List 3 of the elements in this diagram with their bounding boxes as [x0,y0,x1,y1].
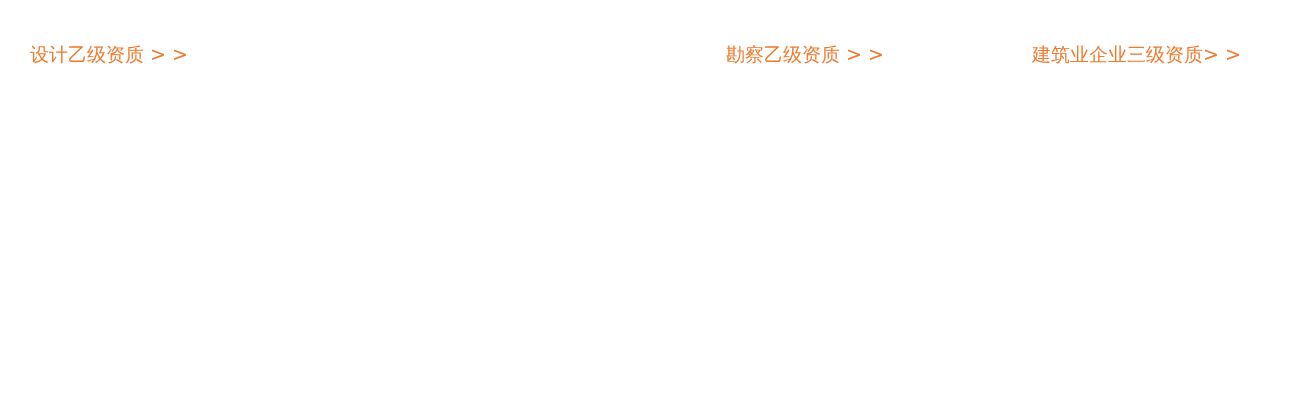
qualification-link: 勘察乙级资质 > > [726,42,884,67]
qualification-link: 设计乙级资质 > > [30,42,188,67]
qualification-link: 建筑业企业三级资质> > [1032,42,1241,67]
